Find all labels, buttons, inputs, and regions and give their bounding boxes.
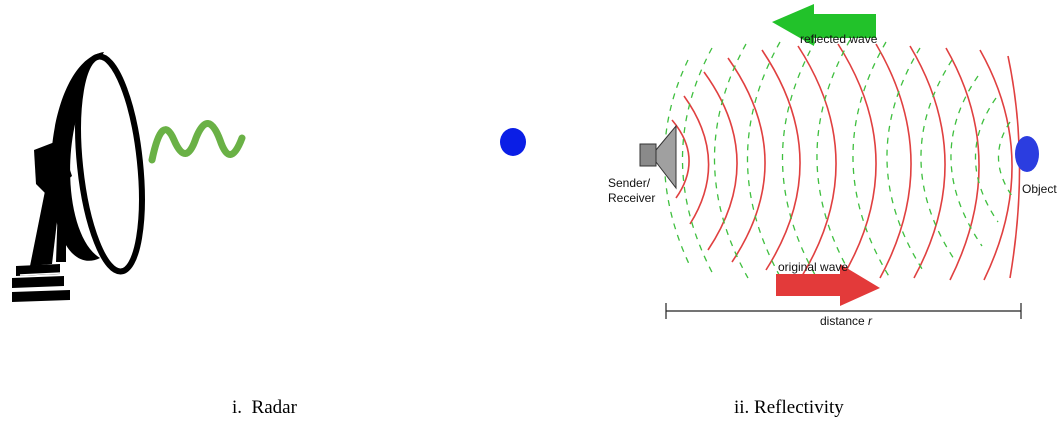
distance-bar bbox=[665, 303, 1022, 319]
reflected-wave-arrow: reflected wave bbox=[772, 4, 878, 46]
original-wave-arrow: original wave bbox=[776, 260, 880, 306]
original-wavefronts bbox=[671, 43, 1021, 281]
caption-radar: i. Radar bbox=[232, 397, 298, 418]
original-wave-label: original wave bbox=[778, 260, 848, 274]
reflectivity-panel: reflected wave Sender/ Receiver Object o… bbox=[608, 4, 1057, 328]
speaker-icon bbox=[639, 124, 677, 190]
radar-panel bbox=[12, 52, 526, 302]
object-label: Object bbox=[1022, 182, 1057, 196]
caption-reflectivity: ii. Reflectivity bbox=[734, 397, 844, 418]
radar-wave bbox=[148, 120, 246, 164]
distance-label: distance r bbox=[820, 314, 873, 328]
sender-receiver-label: Sender/ Receiver bbox=[608, 176, 655, 205]
reflected-wavefronts bbox=[663, 39, 1013, 281]
target-dot bbox=[500, 128, 526, 156]
object-dot bbox=[1015, 136, 1039, 172]
radar-dish-icon bbox=[12, 52, 145, 302]
reflected-wave-label: reflected wave bbox=[800, 32, 878, 46]
